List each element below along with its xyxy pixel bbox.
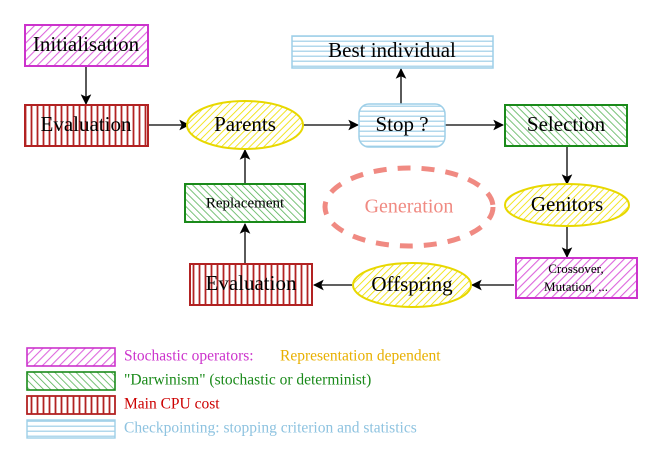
legend-label-representation-dependent: Representation dependent bbox=[280, 348, 441, 365]
node-replacement-label: Replacement bbox=[206, 195, 285, 211]
legend-swatch-magenta-diagonal bbox=[26, 347, 116, 367]
legend-label-darwinism: "Darwinism" (stochastic or determinist) bbox=[124, 372, 371, 389]
node-crossover-mutation[interactable]: Crossover, Mutation, ... bbox=[515, 257, 638, 299]
legend-label-stochastic-operators: Stochastic operators: bbox=[124, 348, 254, 365]
legend: Stochastic operators: Representation dep… bbox=[26, 347, 441, 439]
generation-label: Generation bbox=[365, 196, 454, 218]
node-selection[interactable]: Selection bbox=[504, 104, 628, 147]
node-genitors-label: Genitors bbox=[531, 192, 603, 216]
node-evaluation-top-label: Evaluation bbox=[41, 112, 132, 136]
node-evaluation-top[interactable]: Evaluation bbox=[24, 104, 149, 147]
node-initialisation[interactable]: Initialisation bbox=[24, 24, 149, 67]
node-best-individual[interactable]: Best individual bbox=[291, 35, 494, 69]
legend-item-stochastic-operators: Stochastic operators: Representation dep… bbox=[26, 347, 441, 367]
node-offspring[interactable]: Offspring bbox=[352, 262, 472, 308]
legend-swatch-blue-horizontal bbox=[26, 419, 116, 439]
node-stop-label: Stop ? bbox=[375, 112, 428, 136]
node-crossover-label-line2: Mutation, ... bbox=[544, 279, 608, 294]
node-offspring-label: Offspring bbox=[371, 272, 453, 296]
legend-label-checkpointing: Checkpointing: stopping criterion and st… bbox=[124, 420, 417, 437]
node-replacement[interactable]: Replacement bbox=[184, 183, 306, 223]
legend-item-checkpointing: Checkpointing: stopping criterion and st… bbox=[26, 419, 417, 439]
node-genitors[interactable]: Genitors bbox=[504, 183, 630, 227]
node-parents-label: Parents bbox=[214, 112, 276, 136]
legend-item-darwinism: "Darwinism" (stochastic or determinist) bbox=[26, 371, 371, 391]
legend-swatch-green-diagonal bbox=[26, 371, 116, 391]
legend-label-main-cpu-cost: Main CPU cost bbox=[124, 396, 220, 413]
legend-item-main-cpu-cost: Main CPU cost bbox=[26, 395, 220, 415]
legend-swatch-red-vertical bbox=[26, 395, 116, 415]
node-parents[interactable]: Parents bbox=[186, 100, 304, 150]
node-selection-label: Selection bbox=[527, 112, 606, 136]
node-crossover-label-line1: Crossover, bbox=[548, 261, 603, 276]
node-initialisation-label: Initialisation bbox=[33, 32, 140, 56]
node-stop[interactable]: Stop ? bbox=[358, 103, 446, 148]
node-evaluation-bottom-label: Evaluation bbox=[206, 271, 297, 295]
node-best-individual-label: Best individual bbox=[328, 38, 456, 62]
node-evaluation-bottom[interactable]: Evaluation bbox=[189, 263, 313, 306]
generation-dashed-ellipse bbox=[322, 165, 496, 249]
